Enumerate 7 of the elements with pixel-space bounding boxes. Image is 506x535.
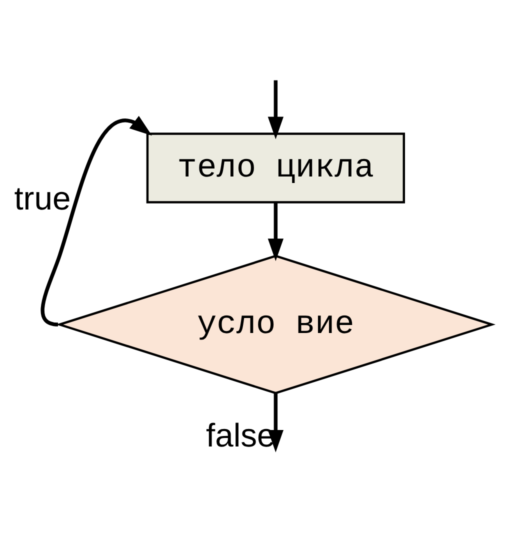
arrow — [268, 202, 284, 262]
node-diamond: усло вие — [56, 254, 496, 394]
node-box: тело цикла — [146, 132, 406, 204]
arrow — [268, 80, 284, 140]
edge-label: true — [14, 179, 71, 216]
arrow — [268, 393, 284, 452]
edge-label: false — [206, 416, 276, 454]
